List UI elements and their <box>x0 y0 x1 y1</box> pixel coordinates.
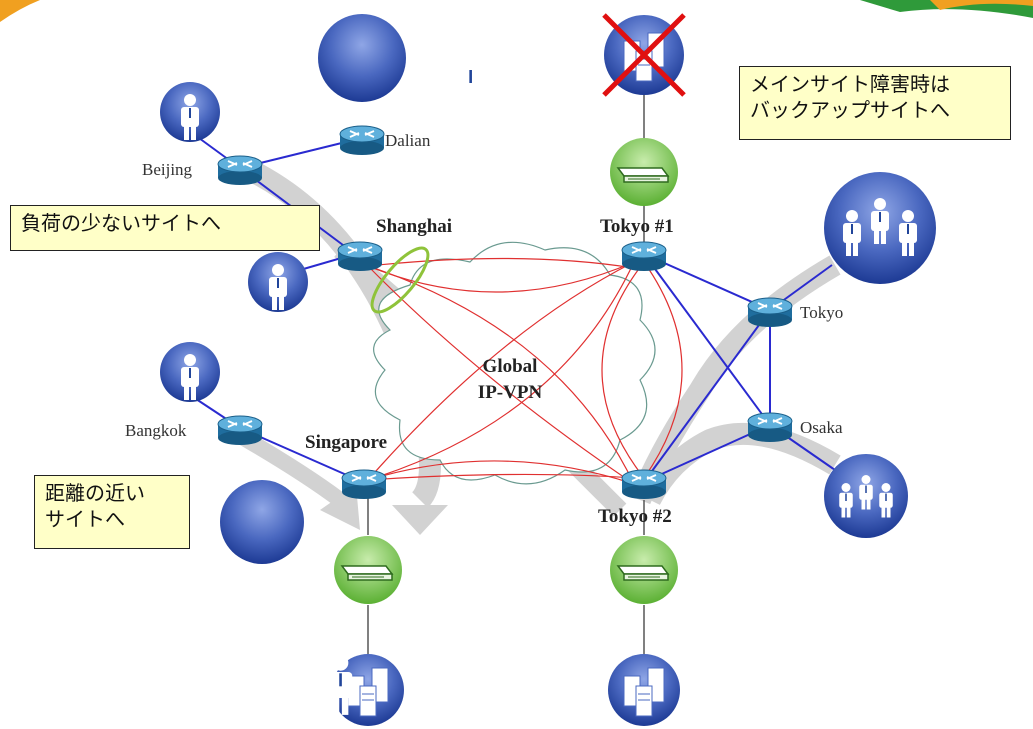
router-icon <box>217 155 263 186</box>
label-bangkok: Bangkok <box>125 421 187 440</box>
load-balancer-icon <box>617 167 669 183</box>
router-icon <box>621 241 667 272</box>
router-icon <box>747 297 793 328</box>
shanghai-user <box>248 252 308 312</box>
corner-band-orange <box>930 0 1033 10</box>
cross-icon <box>602 13 686 97</box>
corner-band-left <box>0 0 40 22</box>
label-dalian: Dalian <box>385 131 431 150</box>
vpn-cloud <box>373 241 656 485</box>
dalian-user <box>318 14 483 112</box>
vpn-mesh <box>367 257 683 485</box>
selection-ellipse <box>370 246 430 314</box>
label-beijing: Beijing <box>142 160 193 179</box>
tokyo-users <box>824 172 936 284</box>
callout-line: バックアップサイトへ <box>750 98 950 122</box>
label-singapore: Singapore <box>305 432 387 453</box>
callout-main-site-failure: メインサイト障害時は バックアップサイトへ <box>739 66 1011 140</box>
callout-line: 負荷の少ないサイトへ <box>21 211 221 235</box>
label-tokyo1: Tokyo #1 <box>600 216 674 237</box>
tokyo1-load-balancer <box>610 138 678 206</box>
callout-low-load: 負荷の少ないサイトへ <box>10 205 320 251</box>
load-balancer-icon <box>617 565 669 581</box>
tokyo2-server <box>608 654 680 726</box>
beijing-user <box>160 82 220 142</box>
user-icon <box>458 51 483 112</box>
callout-line: サイトへ <box>45 507 125 531</box>
router-icon <box>341 469 387 500</box>
tokyo2-load-balancer <box>610 536 678 604</box>
label-tokyo: Tokyo <box>800 303 843 322</box>
router-icon <box>747 412 793 443</box>
label-osaka: Osaka <box>800 418 843 437</box>
load-balancer-icon <box>341 565 393 581</box>
singapore-load-balancer <box>334 536 402 604</box>
router-icon <box>621 469 667 500</box>
cloud-label-line2: IP-VPN <box>478 382 543 403</box>
flow-arrow-head-beijing <box>392 505 448 535</box>
singapore-server <box>332 654 404 726</box>
main-server-failed <box>602 13 686 97</box>
label-shanghai: Shanghai <box>376 216 452 237</box>
callout-nearest: 距離の近い サイトへ <box>34 475 190 549</box>
router-icon <box>339 125 385 156</box>
callout-line: 距離の近い <box>45 481 145 505</box>
router-icon <box>337 241 383 272</box>
bangkok-user <box>160 342 220 402</box>
cloud-label-line1: Global <box>483 356 538 377</box>
singapore-user <box>220 480 353 715</box>
osaka-users <box>824 454 908 538</box>
label-tokyo2: Tokyo #2 <box>598 506 672 527</box>
corner-band-green <box>860 0 1033 18</box>
callout-line: メインサイト障害時は <box>750 72 950 96</box>
router-icon <box>217 415 263 446</box>
